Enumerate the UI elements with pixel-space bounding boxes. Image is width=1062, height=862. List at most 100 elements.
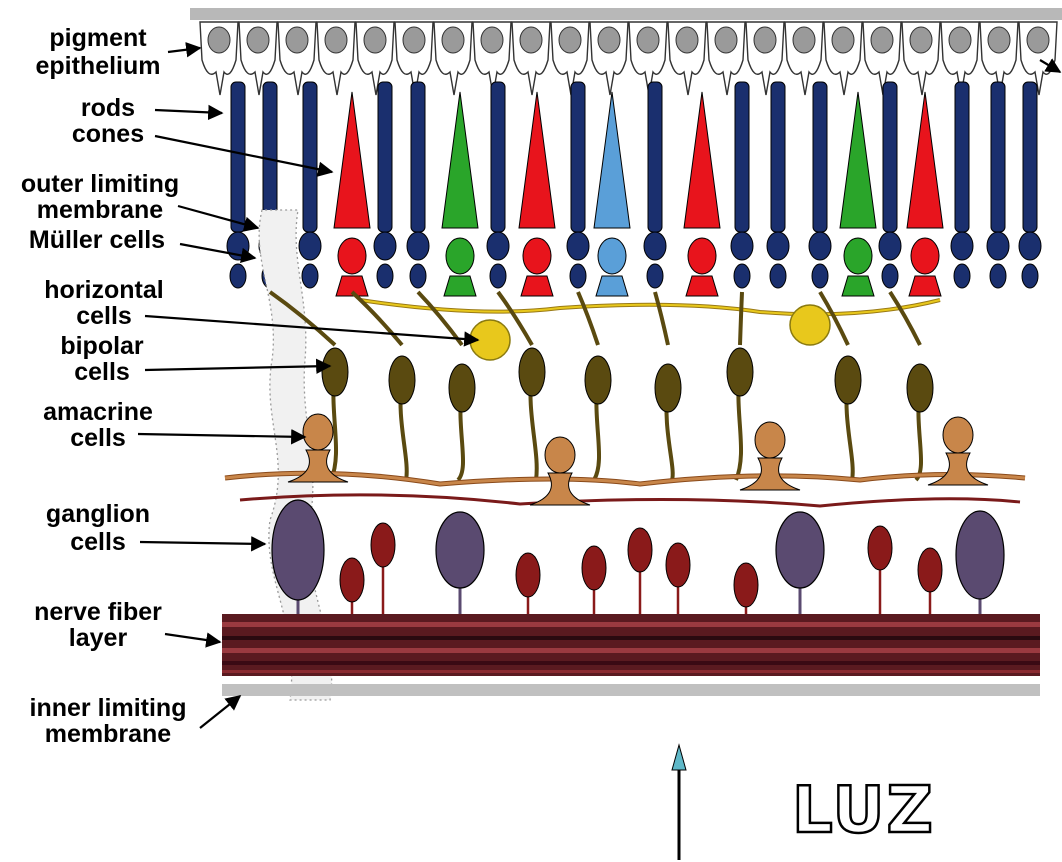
bipolar-dendrite — [890, 292, 920, 345]
arrow-ganglion — [140, 542, 265, 544]
arrow-horizontal — [145, 316, 478, 340]
label-pigment-line1: pigment — [49, 24, 147, 52]
pigment-nucleus — [988, 27, 1010, 53]
small-ganglion-cell-body — [628, 528, 652, 572]
cone-outer-segment — [519, 92, 555, 228]
label-ilm-line2: membrane — [45, 720, 172, 748]
label-rods: rods — [81, 94, 135, 122]
bipolar-cell-body — [655, 364, 681, 412]
rod-terminal — [410, 264, 426, 288]
cone-pedicle — [842, 276, 874, 296]
inner-plexiform-fiber — [240, 495, 1020, 506]
bipolar-cell-body — [907, 364, 933, 412]
pigment-nucleus — [559, 27, 581, 53]
label-ganglion-line2: cells — [70, 528, 126, 556]
pigment-epithelium-layer — [200, 22, 1057, 95]
rod-terminal — [1022, 264, 1038, 288]
rod-outer-segment — [991, 82, 1005, 232]
rod-nucleus — [731, 232, 753, 260]
horizontal-process — [360, 300, 940, 314]
rod-terminal — [954, 264, 970, 288]
pigment-nucleus — [208, 27, 230, 53]
pigment-nucleus — [481, 27, 503, 53]
light-label: LUZ — [792, 774, 935, 848]
cone-nucleus — [523, 238, 551, 274]
amacrine-cell-body — [545, 437, 575, 473]
pigment-nucleus — [793, 27, 815, 53]
pigment-nucleus — [364, 27, 386, 53]
cone-outer-segment — [840, 92, 876, 228]
small-ganglion-cell-body — [340, 558, 364, 602]
amacrine-layer — [225, 414, 1025, 506]
small-ganglion-cell-body — [918, 548, 942, 592]
bipolar-layer — [322, 348, 933, 480]
bipolar-dendrite — [352, 292, 402, 345]
rod-terminal — [377, 264, 393, 288]
cone-outer-segment — [334, 92, 370, 228]
rod-nucleus — [299, 232, 321, 260]
label-ganglion-line1: ganglion — [46, 500, 150, 528]
rod-terminal — [734, 264, 750, 288]
light-arrow — [672, 745, 686, 860]
bipolar-cell-body — [835, 356, 861, 404]
rod-outer-segment — [378, 82, 392, 232]
nerve-fiber-layer — [222, 614, 1040, 676]
small-ganglion-cell-body — [734, 563, 758, 607]
small-ganglion-cell-body — [868, 526, 892, 570]
rod-nucleus — [567, 232, 589, 260]
cone-outer-segment — [442, 92, 478, 228]
label-horizontal-line1: horizontal — [44, 276, 163, 304]
cone-nucleus — [598, 238, 626, 274]
rod-outer-segment — [648, 82, 662, 232]
rod-terminal — [230, 264, 246, 288]
small-ganglion-cell-body — [516, 553, 540, 597]
pigment-nucleus — [403, 27, 425, 53]
rod-outer-segment — [735, 82, 749, 232]
rod-terminal — [570, 264, 586, 288]
arrow-rods — [155, 110, 222, 113]
synaptic-connections — [270, 292, 940, 345]
bipolar-dendrite — [740, 292, 742, 345]
rod-outer-segment — [411, 82, 425, 232]
amacrine-dendrite — [928, 453, 988, 485]
horizontal-cell — [790, 305, 830, 345]
rod-nucleus — [767, 232, 789, 260]
rod-outer-segment — [491, 82, 505, 232]
pigment-nucleus — [676, 27, 698, 53]
bipolar-dendrite — [655, 292, 668, 345]
pigment-nucleus — [520, 27, 542, 53]
cone-nucleus — [446, 238, 474, 274]
rod-terminal — [990, 264, 1006, 288]
rod-outer-segment — [771, 82, 785, 232]
bipolar-cell-body — [322, 348, 348, 396]
bipolar-cell-body — [389, 356, 415, 404]
rod-outer-segment — [813, 82, 827, 232]
pigment-nucleus — [247, 27, 269, 53]
inner-limiting-membrane-band — [222, 684, 1040, 696]
label-bipolar-line1: bipolar — [60, 332, 144, 360]
amacrine-cell-body — [943, 417, 973, 453]
cone-pedicle — [596, 276, 628, 296]
ganglion-cell-body — [776, 512, 824, 588]
arrow-pigment — [168, 48, 200, 52]
rod-nucleus — [644, 232, 666, 260]
cone-outer-segment — [684, 92, 720, 228]
rod-outer-segment — [955, 82, 969, 232]
rod-terminal — [302, 264, 318, 288]
arrow-olm — [178, 206, 258, 228]
cone-pedicle — [909, 276, 941, 296]
label-amacrine-line2: cells — [70, 424, 126, 452]
rod-outer-segment — [231, 82, 245, 232]
bipolar-cell-body — [519, 348, 545, 396]
ganglion-cell-body — [436, 512, 484, 588]
pigment-nucleus — [910, 27, 932, 53]
photoreceptor-layer — [227, 82, 1041, 296]
label-ilm-line1: inner limiting — [30, 694, 187, 722]
ganglion-cell-body — [956, 511, 1004, 599]
top-membrane — [190, 8, 1062, 20]
amacrine-cell-body — [755, 422, 785, 458]
cone-nucleus — [688, 238, 716, 274]
rod-nucleus — [487, 232, 509, 260]
cone-pedicle — [521, 276, 553, 296]
rod-terminal — [647, 264, 663, 288]
